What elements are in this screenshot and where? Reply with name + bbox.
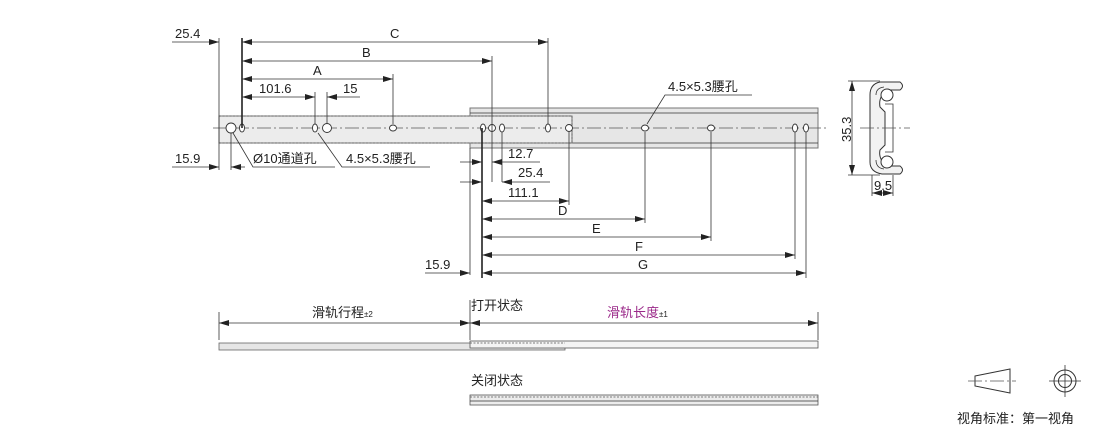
dim-label: 9.5 bbox=[874, 178, 892, 193]
rail-profile-view: 35.3 9.5 bbox=[839, 80, 910, 196]
dim-101-6: 101.6 bbox=[242, 81, 315, 100]
slot-hole bbox=[389, 124, 397, 132]
dim-15: 15 bbox=[327, 81, 360, 100]
dim-label: 101.6 bbox=[259, 81, 292, 96]
slot-hole bbox=[545, 123, 551, 133]
dim-B: B bbox=[242, 45, 492, 64]
mounting-holes bbox=[225, 122, 809, 134]
travel-label: 滑轨行程±2 bbox=[312, 305, 373, 320]
through-hole-callout: Ø10通道孔 bbox=[232, 132, 335, 168]
outer-rail-open bbox=[469, 340, 819, 349]
closed-state-view: 关闭状态 bbox=[469, 373, 819, 406]
extension-lines bbox=[218, 38, 807, 278]
dim-111-1: 111.1 bbox=[482, 185, 569, 204]
slot-hole bbox=[499, 123, 505, 133]
dim-label: 15.9 bbox=[425, 257, 450, 272]
open-state-view: 滑轨行程±2 打开状态 滑轨长度±1 bbox=[218, 298, 819, 351]
dim-label: E bbox=[592, 221, 601, 236]
dim-label: B bbox=[362, 45, 371, 60]
dim-label: 111.1 bbox=[508, 185, 539, 200]
dim-label: 15 bbox=[343, 81, 357, 96]
slot-hole bbox=[641, 124, 649, 132]
dim-A: A bbox=[242, 63, 393, 82]
dim-label: G bbox=[638, 257, 648, 272]
round-hole bbox=[322, 123, 332, 133]
through-hole bbox=[225, 122, 237, 134]
slot-hole bbox=[792, 123, 798, 133]
dim-15-9-bottom: 15.9 bbox=[425, 257, 470, 276]
dim-label: D bbox=[558, 203, 567, 218]
projection-label: 视角标准：第一视角 bbox=[957, 411, 1074, 426]
dim-C: C bbox=[242, 26, 548, 45]
slot-hole-callout-inner: 4.5×5.3腰孔 bbox=[317, 132, 430, 168]
dim-G: G bbox=[482, 257, 806, 276]
dim-D: D bbox=[482, 203, 645, 222]
rail-length-label: 滑轨长度±1 bbox=[607, 305, 668, 320]
dim-25-4: 25.4 bbox=[460, 165, 550, 185]
dim-label: 25.4 bbox=[175, 26, 200, 41]
round-hole bbox=[565, 124, 573, 132]
dim-label: A bbox=[313, 63, 322, 78]
closed-state-label: 关闭状态 bbox=[471, 373, 523, 388]
callout-label: Ø10通道孔 bbox=[253, 151, 317, 166]
dim-label: F bbox=[635, 239, 643, 254]
callout-label: 4.5×5.3腰孔 bbox=[668, 79, 738, 94]
dim-E: E bbox=[482, 221, 711, 240]
open-state-label: 打开状态 bbox=[471, 298, 523, 313]
dim-label: 25.4 bbox=[518, 165, 543, 180]
dim-label: 12.7 bbox=[508, 146, 533, 161]
first-angle-projection-icon: 视角标准：第一视角 bbox=[957, 365, 1081, 426]
dim-25-4-top: 25.4 bbox=[172, 26, 219, 45]
slot-hole-callout-outer: 4.5×5.3腰孔 bbox=[646, 79, 752, 125]
dim-F: F bbox=[482, 239, 795, 258]
slot-hole bbox=[803, 123, 809, 133]
callout-label: 4.5×5.3腰孔 bbox=[346, 151, 416, 166]
slot-hole bbox=[707, 124, 715, 132]
dim-15-9-left: 15.9 bbox=[172, 151, 245, 170]
dim-label: C bbox=[390, 26, 399, 41]
slot-hole bbox=[312, 123, 318, 133]
dim-label: 15.9 bbox=[175, 151, 200, 166]
dim-label: 35.3 bbox=[839, 117, 854, 142]
dim-12-7: 12.7 bbox=[460, 146, 540, 165]
